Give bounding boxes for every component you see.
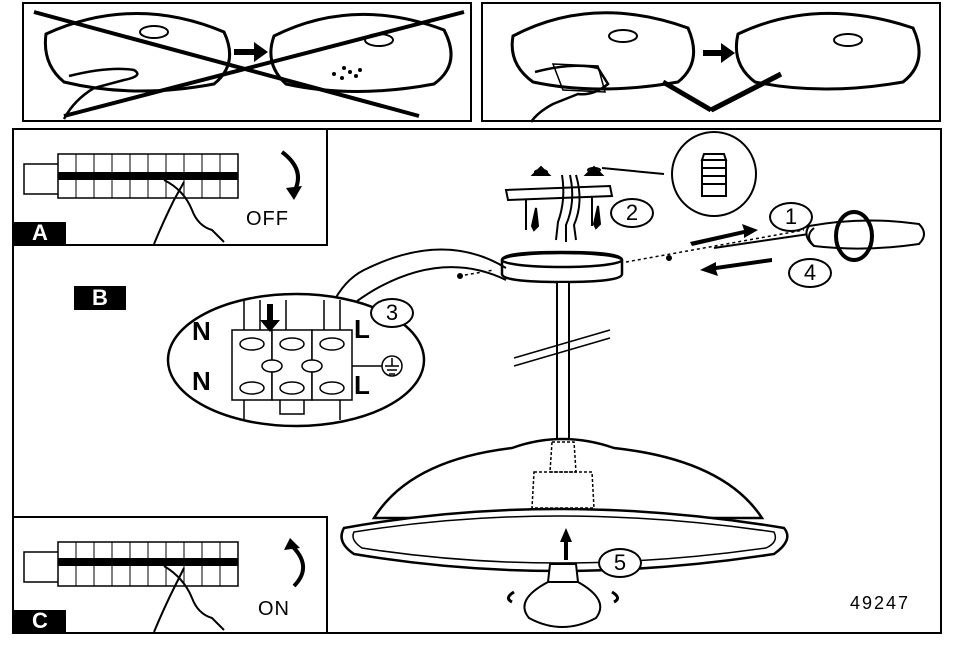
- step-c-marker: C: [14, 608, 66, 633]
- terminal-block-detail: [166, 292, 426, 428]
- lamp-assembly-illustration: [331, 131, 925, 628]
- mounting-bracket: [504, 165, 665, 242]
- neutral-label-top: N: [192, 316, 211, 346]
- on-label: ON: [258, 598, 290, 620]
- step-a-panel: OFF A: [12, 128, 328, 246]
- wrong-handling-panel: [22, 2, 472, 122]
- off-label: OFF: [246, 208, 289, 230]
- lamp-socket: [531, 441, 595, 509]
- correct-handling-panel: [481, 2, 941, 123]
- callout-5: 5: [598, 548, 642, 578]
- breaker-off-illustration: [23, 150, 302, 244]
- wrong-handling-illustration: [33, 10, 465, 120]
- callout-4: 4: [788, 258, 832, 288]
- correct-handling-illustration: [510, 11, 921, 123]
- callout-1: 1: [769, 202, 813, 232]
- live-label-top: L: [354, 314, 370, 344]
- step-b-marker: B: [74, 285, 126, 310]
- callout-3: 3: [370, 298, 414, 328]
- step-a-marker: A: [14, 220, 66, 245]
- screwdriver: [713, 210, 925, 262]
- light-bulb: [507, 563, 619, 628]
- live-label-bottom: L: [354, 370, 370, 400]
- wall-plug-detail: [671, 131, 757, 217]
- product-code: 49247: [849, 593, 910, 613]
- breaker-on-illustration: [23, 538, 305, 632]
- step-c-panel: ON C: [12, 516, 328, 634]
- neutral-label-bottom: N: [192, 366, 211, 396]
- callout-2: 2: [610, 198, 654, 228]
- ceiling-canopy: [500, 250, 624, 284]
